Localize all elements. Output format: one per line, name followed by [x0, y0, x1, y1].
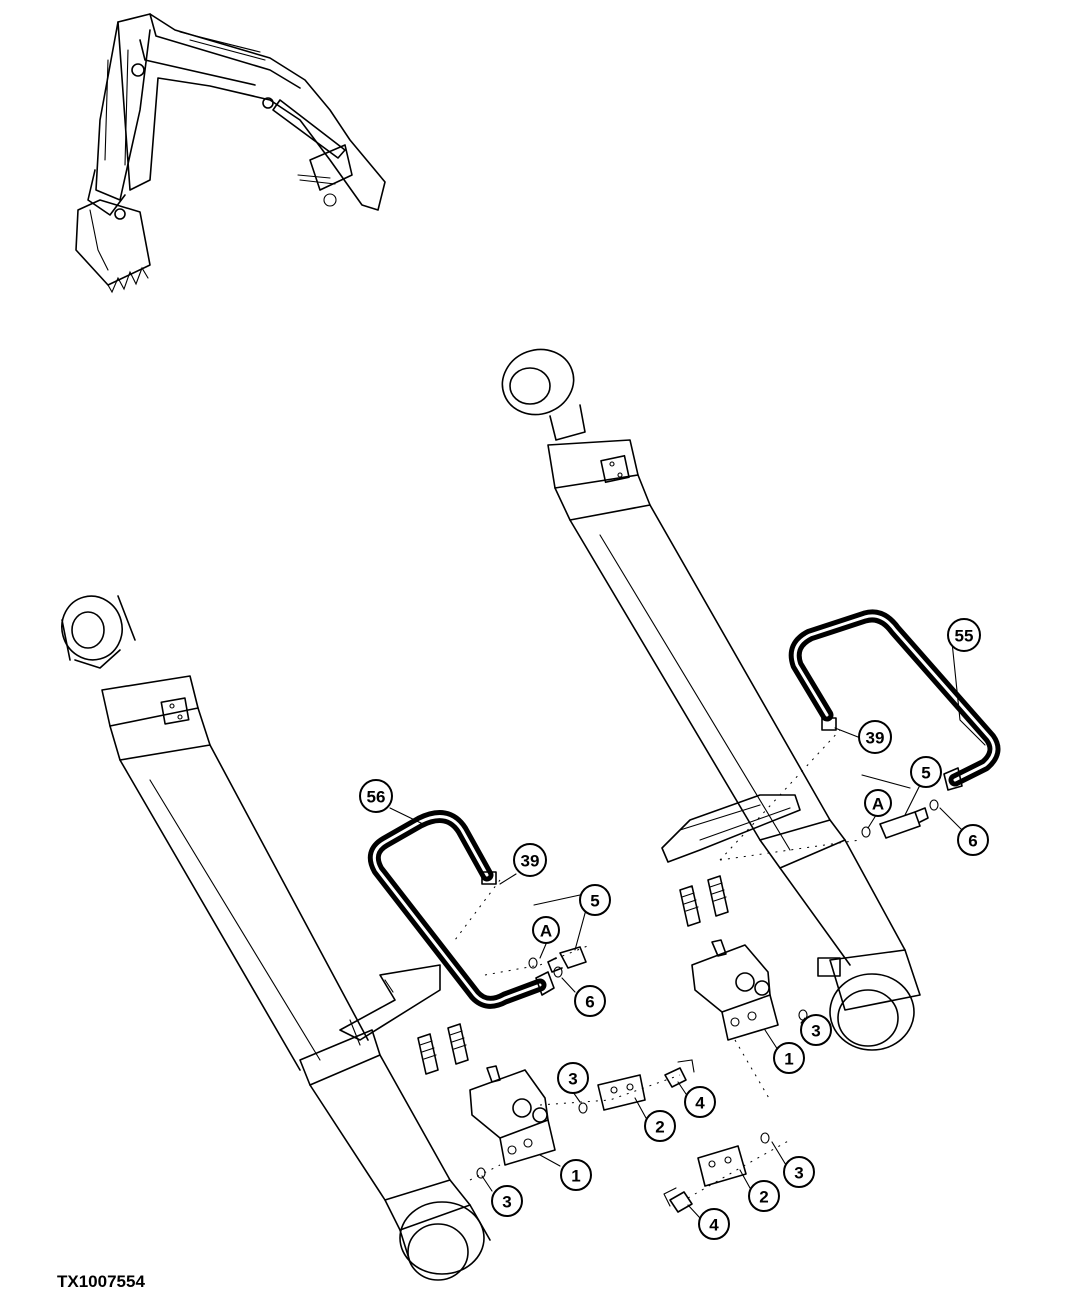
callout-39: 39 [513, 843, 547, 877]
callout-label: 4 [695, 1094, 705, 1113]
callout-label: 2 [655, 1118, 664, 1137]
callout-circle [800, 1014, 832, 1046]
callout-circle [513, 843, 547, 877]
callout-circle [644, 1110, 676, 1142]
callout-circle [858, 720, 892, 754]
callout-55: 55 [947, 618, 981, 652]
figure-id: TX1007554 [57, 1272, 145, 1291]
callout-label: 3 [811, 1022, 820, 1041]
callout-a: A [532, 916, 560, 944]
callout-circle [947, 618, 981, 652]
callout-label: 4 [709, 1216, 719, 1235]
callout-label: 39 [866, 729, 885, 748]
callout-circle [783, 1156, 815, 1188]
callout-5: 5 [910, 756, 942, 788]
callout-label: 3 [568, 1070, 577, 1089]
callout-4: 4 [698, 1208, 730, 1240]
callout-circle [532, 916, 560, 944]
hose-56 [367, 810, 555, 1009]
callout-circle [957, 824, 989, 856]
callout-3: 3 [783, 1156, 815, 1188]
callout-circle [579, 884, 611, 916]
callout-label: 6 [968, 832, 977, 851]
callout-2: 2 [748, 1180, 780, 1212]
callout-39: 39 [858, 720, 892, 754]
callout-circle [560, 1159, 592, 1191]
callout-label: 5 [921, 764, 930, 783]
callout-5: 5 [579, 884, 611, 916]
left-valve-assembly [417, 879, 695, 1181]
callout-56: 56 [359, 779, 393, 813]
callout-label: 1 [784, 1050, 793, 1069]
callout-a: A [864, 789, 892, 817]
callout-circle [910, 756, 942, 788]
callout-label: A [872, 795, 884, 814]
callout-circle [684, 1086, 716, 1118]
left-cylinder [61, 595, 491, 1281]
callout-3: 3 [557, 1062, 589, 1094]
callout-6: 6 [957, 824, 989, 856]
callout-4: 4 [684, 1086, 716, 1118]
callout-3: 3 [800, 1014, 832, 1046]
callout-label: 3 [794, 1164, 803, 1183]
callout-1: 1 [773, 1042, 805, 1074]
callout-label: 2 [759, 1188, 768, 1207]
callout-label: A [540, 922, 552, 941]
callout-label: 1 [571, 1167, 580, 1186]
right-cylinder [501, 348, 921, 1051]
right-valve-assembly [663, 729, 939, 1213]
callout-label: 39 [521, 852, 540, 871]
callout-circle [773, 1042, 805, 1074]
callout-3: 3 [491, 1185, 523, 1217]
hose-55 [788, 609, 1001, 791]
callout-circle [359, 779, 393, 813]
callout-circle [698, 1208, 730, 1240]
callout-circle [574, 985, 606, 1017]
callout-label: 5 [590, 892, 599, 911]
callout-label: 55 [955, 627, 974, 646]
callout-circle [491, 1185, 523, 1217]
excavator-overview-illustration [75, 13, 386, 294]
callout-circle [748, 1180, 780, 1212]
callout-label: 6 [585, 993, 594, 1012]
callout-label: 3 [502, 1193, 511, 1212]
leader-lines [389, 641, 986, 1219]
callout-circle [864, 789, 892, 817]
callout-2: 2 [644, 1110, 676, 1142]
callout-6: 6 [574, 985, 606, 1017]
callout-1: 1 [560, 1159, 592, 1191]
callout-circle [557, 1062, 589, 1094]
callout-label: 56 [367, 788, 386, 807]
